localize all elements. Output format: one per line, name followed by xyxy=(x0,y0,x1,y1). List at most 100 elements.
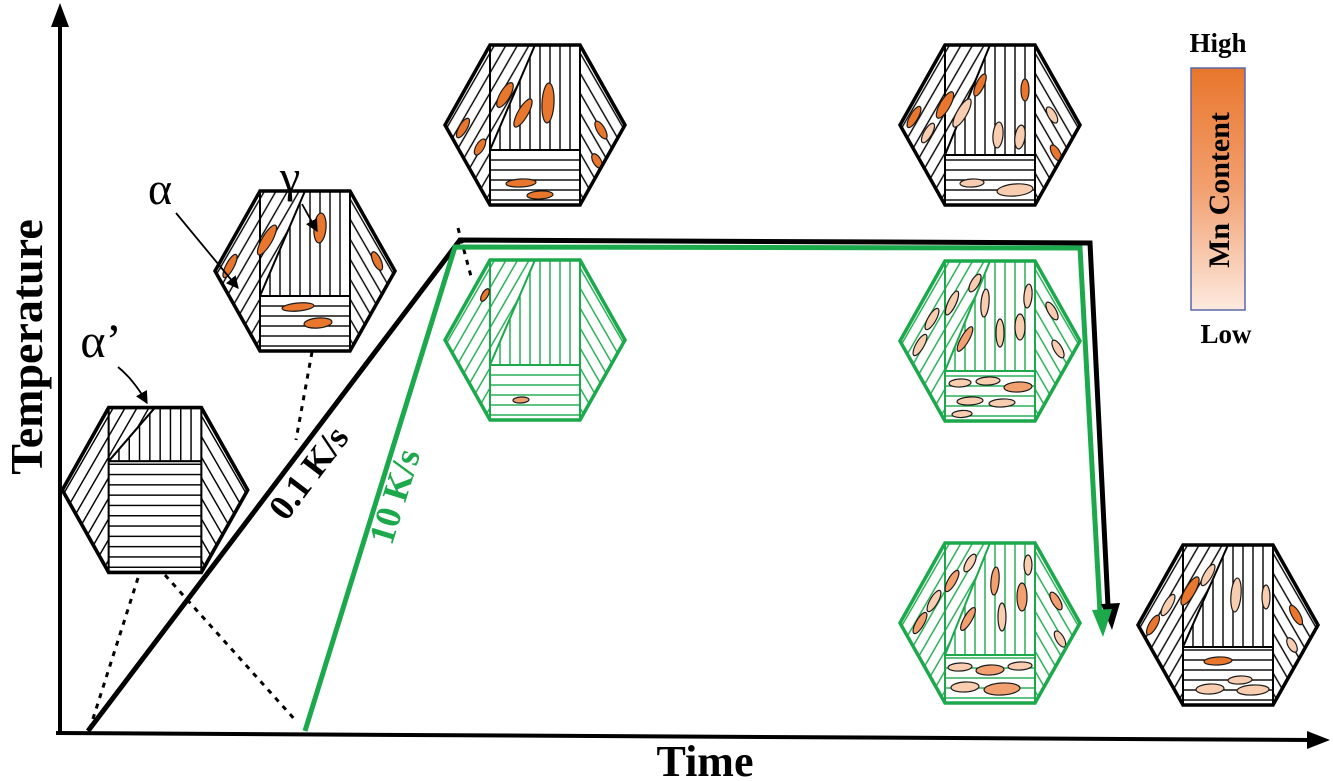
austenite-particle xyxy=(480,288,490,302)
grain-boundary xyxy=(897,541,1083,705)
austenite-particle xyxy=(1023,283,1033,309)
austenite-particle xyxy=(1288,604,1304,626)
lath-block-bottom xyxy=(490,365,580,420)
block-boundary xyxy=(107,406,156,462)
block-boundary xyxy=(259,190,306,297)
grain-boundary xyxy=(897,259,1083,423)
austenite-particle xyxy=(1045,106,1059,124)
austenite-particle xyxy=(1230,577,1242,613)
austenite-particle xyxy=(1053,630,1067,648)
x-axis xyxy=(55,731,1311,742)
lath-block-bottom xyxy=(945,155,1035,205)
austenite-particle xyxy=(926,589,942,613)
austenite-particle xyxy=(947,662,973,672)
austenite-particle xyxy=(990,566,1000,596)
austenite-particle xyxy=(995,318,1005,348)
lath-block-top xyxy=(490,45,580,150)
lath-block-left xyxy=(215,191,260,351)
austenite-particle xyxy=(944,569,960,593)
lath-block-top xyxy=(108,407,202,462)
austenite-particle xyxy=(973,73,987,97)
austenite-particle xyxy=(1003,381,1033,393)
austenite-particle xyxy=(1180,576,1200,606)
austenite-particle xyxy=(1014,124,1026,150)
block-boundary xyxy=(489,259,536,366)
austenite-particle xyxy=(983,682,1021,696)
lath-block-top xyxy=(260,191,350,296)
austenite-particle xyxy=(1286,637,1298,653)
austenite-particle xyxy=(924,307,940,331)
austenite-particle xyxy=(996,183,1034,197)
process-paths xyxy=(86,237,1120,733)
austenite-particle xyxy=(222,253,238,279)
alpha-prime-phase-label: α’ xyxy=(80,315,121,368)
austenite-particle xyxy=(968,273,982,293)
austenite-particle xyxy=(256,224,278,256)
austenite-particle xyxy=(959,178,985,188)
slow-heating-rate-label: 0.1 K/s xyxy=(260,418,356,527)
mn-content-legend: High Mn Content Low xyxy=(1189,28,1252,349)
grain-slow-heating-peak xyxy=(442,43,628,207)
austenite-particle xyxy=(956,326,974,352)
austenite-particle xyxy=(1023,554,1033,576)
austenite-particle xyxy=(948,378,972,388)
austenite-particle xyxy=(512,396,530,404)
austenite-particle xyxy=(1016,582,1028,612)
austenite-particle xyxy=(951,409,973,419)
lath-block-bottom xyxy=(108,461,202,573)
austenite-particle xyxy=(526,190,554,200)
austenite-particle xyxy=(935,91,955,119)
austenite-particle xyxy=(963,553,977,573)
austenite-particle xyxy=(1007,661,1033,671)
austenite-particle xyxy=(988,398,1016,408)
phase-label-arrows xyxy=(117,203,318,405)
grain-boundary xyxy=(60,405,250,575)
x-axis-label: Time xyxy=(657,737,754,781)
grain-fast-heating-hold xyxy=(897,259,1083,423)
grain-slow-path-quenched xyxy=(1135,543,1321,707)
grain-boundary xyxy=(212,189,398,353)
lath-block-bottom xyxy=(1183,647,1273,705)
austenite-particle xyxy=(370,251,384,271)
austenite-particle xyxy=(975,664,1005,676)
austenite-particle xyxy=(912,611,928,635)
x-axis-arrowhead xyxy=(1307,731,1330,749)
axes xyxy=(51,3,1330,749)
austenite-particle xyxy=(455,117,471,139)
lath-block-right xyxy=(201,407,248,573)
block-boundary xyxy=(944,542,991,656)
austenite-particle xyxy=(912,333,928,357)
lath-block-left xyxy=(1138,545,1183,705)
y-axis-arrowhead xyxy=(51,3,69,27)
fast-heating-path xyxy=(302,244,1103,732)
austenite-particle xyxy=(1160,593,1176,617)
austenite-particle xyxy=(303,317,333,329)
austenite-particle xyxy=(1045,301,1059,321)
lath-block-top xyxy=(490,260,580,365)
austenite-particle xyxy=(1014,313,1026,341)
fast-heating-rate-label: 10 K/s xyxy=(361,444,428,549)
lath-block-left xyxy=(445,260,490,420)
grain-slow-heating-hold xyxy=(897,43,1083,207)
gamma-phase-label: γ xyxy=(279,151,300,202)
austenite-particle xyxy=(1227,675,1253,685)
austenite-particle xyxy=(956,396,984,406)
lath-block-left xyxy=(62,407,109,573)
austenite-particle xyxy=(1051,339,1065,359)
legend-high-label: High xyxy=(1189,28,1246,58)
alpha-phase-label: α xyxy=(148,163,172,214)
mn-content-color-bar xyxy=(1190,67,1246,311)
grain-fast-heating-peak xyxy=(442,258,628,422)
austenite-particle xyxy=(505,178,537,188)
dotted-connector xyxy=(88,577,140,729)
grain-boundary xyxy=(442,258,628,422)
alpha-pointer-arrow xyxy=(175,212,239,289)
austenite-particle xyxy=(920,122,936,144)
block-boundary xyxy=(489,44,536,151)
dotted-connector xyxy=(456,227,474,281)
dotted-connector xyxy=(294,351,314,441)
legend-title: Mn Content xyxy=(1203,112,1236,268)
austenite-particle xyxy=(997,602,1007,632)
